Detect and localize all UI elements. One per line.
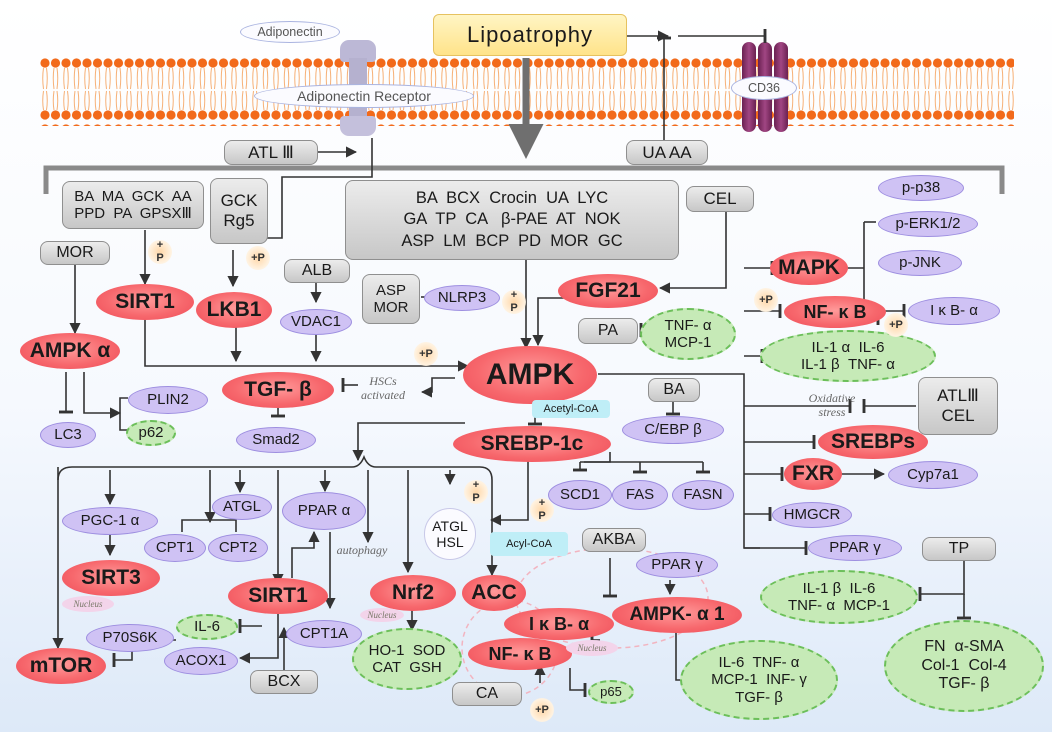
ampk-node: AMPK xyxy=(463,346,597,404)
atgl-hsl-node: ATGL HSL xyxy=(424,508,476,560)
ampk-activators: BA BCX Crocin UA LYC GA TP CA β-PAE AT N… xyxy=(345,180,679,260)
sirt1-top-node: SIRT1 xyxy=(96,284,194,320)
antioxidants: HO-1 SOD CAT GSH xyxy=(352,628,462,690)
lkb1-node: LKB1 xyxy=(196,292,272,328)
srebps-node: SREBPs xyxy=(818,425,928,459)
autophagy-label: autophagy xyxy=(336,543,388,558)
nucleus-1-label: Nucleus xyxy=(62,596,114,612)
sirt1-activators: BA MA GCK AA PPD PA GPSXⅢ xyxy=(62,181,204,229)
phospho-marker: +P xyxy=(754,288,778,312)
inflammation-bottom: IL-6 TNF- α MCP-1 INF- γ TGF- β xyxy=(680,640,838,720)
nf-kb-right-node: NF- κ B xyxy=(784,296,886,328)
fgf21-node: FGF21 xyxy=(558,274,658,308)
acox1-node: ACOX1 xyxy=(164,647,238,675)
tnf-mcp-top: TNF- α MCP-1 xyxy=(640,308,736,360)
phospho-marker: + P xyxy=(464,479,488,504)
oxidative-stress-label: Oxidative stress xyxy=(808,391,856,419)
acetyl-coa-label: Acetyl-CoA xyxy=(532,400,610,418)
nrf2-node: Nrf2 xyxy=(370,575,456,611)
phospho-marker: + P xyxy=(148,239,172,264)
p-p38-node: p-p38 xyxy=(878,175,964,201)
cebp-node: C/EBP β xyxy=(622,416,724,444)
ba-box: BA xyxy=(648,378,700,402)
il-cluster-right: IL-1 α IL-6 IL-1 β TNF- α xyxy=(760,330,936,382)
pa-box: PA xyxy=(578,318,638,344)
nucleus-3-label: Nucleus xyxy=(566,640,618,656)
p-jnk-node: p-JNK xyxy=(878,250,962,276)
p62-node: p62 xyxy=(126,420,176,446)
atl-cel-box: ATLⅢ CEL xyxy=(918,377,998,435)
bcx-box: BCX xyxy=(250,670,318,694)
vdac1-node: VDAC1 xyxy=(280,309,352,335)
smad2-node: Smad2 xyxy=(236,427,316,453)
il-cluster-tp: IL-1 β IL-6 TNF- α MCP-1 xyxy=(760,570,918,624)
asp-mor-box: ASP MOR xyxy=(362,274,420,324)
nucleus-2-label: Nucleus xyxy=(360,608,404,622)
fas-node: FAS xyxy=(612,480,668,510)
cd36-label: CD36 xyxy=(731,76,797,100)
fibrosis-markers: FN α-SMA Col-1 Col-4 TGF- β xyxy=(884,620,1044,712)
phospho-marker: +P xyxy=(414,342,438,366)
pgc1a-node: PGC-1 α xyxy=(62,507,158,535)
p70s6k-node: P70S6K xyxy=(86,624,174,652)
mtor-node: mTOR xyxy=(16,648,106,684)
plin2-node: PLIN2 xyxy=(128,386,208,414)
ikb-alpha-bottom-node: I κ B- α xyxy=(504,608,614,640)
ampk-alpha-node: AMPK α xyxy=(20,333,120,369)
ca-box: CA xyxy=(452,682,522,706)
hscs-activated-label: HSCs activated xyxy=(361,374,405,402)
p65-node: p65 xyxy=(588,680,634,704)
gck-rg5-box: GCK Rg5 xyxy=(210,178,268,244)
ua-aa-box: UA AA xyxy=(626,140,708,165)
adiponectin-label: Adiponectin xyxy=(240,21,340,43)
ppar-gamma-right-node: PPAR γ xyxy=(808,535,902,561)
mor-left: MOR xyxy=(40,241,110,265)
fxr-node: FXR xyxy=(784,458,842,490)
ppar-alpha-node: PPAR α xyxy=(282,492,366,530)
lipoatrophy-box: Lipoatrophy xyxy=(433,14,627,56)
ikb-alpha-right-node: I κ B- α xyxy=(908,297,1000,325)
hmgcr-node: HMGCR xyxy=(772,502,852,528)
alb-box: ALB xyxy=(284,259,350,283)
scd1-node: SCD1 xyxy=(548,480,612,510)
cpt1-node: CPT1 xyxy=(144,534,206,562)
acc-node: ACC xyxy=(462,575,526,611)
ppar-gamma-bottom-node: PPAR γ xyxy=(636,552,718,578)
ampk-a1-node: AMPK- α 1 xyxy=(612,597,742,633)
adiponectin-receptor-label: Adiponectin Receptor xyxy=(254,84,474,108)
lc3-node: LC3 xyxy=(40,422,96,448)
phospho-marker: + P xyxy=(502,289,526,314)
nlrp3-node: NLRP3 xyxy=(424,285,500,311)
il6-node: IL-6 xyxy=(176,614,238,640)
sirt3-node: SIRT3 xyxy=(62,560,160,596)
cpt2-node: CPT2 xyxy=(208,534,268,562)
atgl-node: ATGL xyxy=(212,494,272,520)
cel-top: CEL xyxy=(686,186,754,212)
phospho-marker: +P xyxy=(530,698,554,722)
nf-kb-bottom-node: NF- κ B xyxy=(468,638,572,670)
phospho-marker: + P xyxy=(530,497,554,522)
phospho-marker: +P xyxy=(884,313,908,337)
srebp1c-node: SREBP-1c xyxy=(453,426,611,462)
cyp7a1-node: Cyp7a1 xyxy=(888,461,978,489)
sirt1-bottom-node: SIRT1 xyxy=(228,578,328,614)
atl-iii-top: ATL Ⅲ xyxy=(224,140,318,165)
phospho-marker: +P xyxy=(246,246,270,270)
tgf-beta-node: TGF- β xyxy=(222,372,334,408)
akba-box: AKBA xyxy=(582,528,646,552)
tp-box: TP xyxy=(922,537,996,561)
cpt1a-node: CPT1A xyxy=(286,620,362,648)
p-erk-node: p-ERK1/2 xyxy=(878,211,978,237)
acyl-coa-label: Acyl-CoA xyxy=(490,532,568,556)
fasn-node: FASN xyxy=(672,480,734,510)
mapk-node: MAPK xyxy=(770,251,848,285)
